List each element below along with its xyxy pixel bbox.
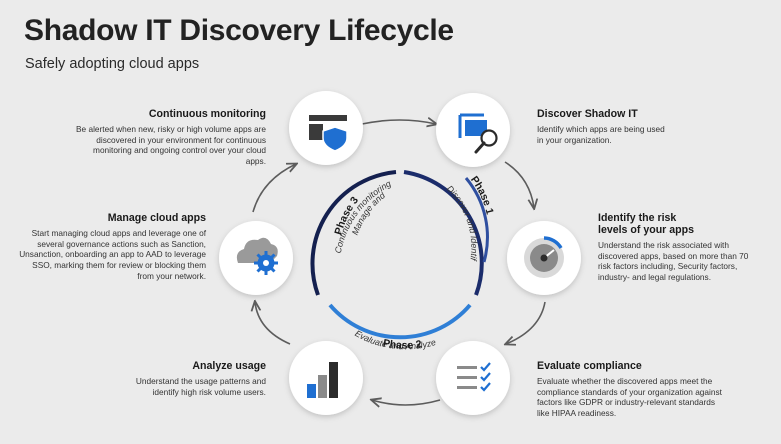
arrow-evaluate-to-analyze — [372, 400, 441, 405]
gauge-icon — [524, 236, 564, 278]
step-evaluate-compliance: Evaluate compliance Evaluate whether the… — [537, 360, 727, 419]
step-title: Continuous monitoring — [148, 108, 266, 120]
phase1-arc-inner — [464, 177, 489, 263]
cycle-arrows — [252, 120, 546, 405]
arrow-discover-to-identify — [504, 161, 534, 208]
step-title: Discover Shadow IT — [537, 108, 638, 120]
window-shield-icon — [309, 115, 348, 152]
bar-chart-icon — [307, 362, 338, 398]
step-identify-risk: Identify the risk levels of your apps Un… — [598, 212, 760, 283]
step-description: Identify which apps are being used in yo… — [537, 124, 665, 145]
arrow-manage-to-monitor — [252, 164, 296, 213]
step-continuous-monitoring: Continuous monitoring Be alerted when ne… — [76, 108, 266, 167]
step-description: Be alerted when new, risky or high volum… — [76, 124, 267, 167]
phase-ring — [310, 170, 489, 340]
cloud-gear-icon — [236, 237, 278, 275]
phase3-arc — [310, 170, 397, 296]
checklist-icon — [457, 362, 491, 392]
step-title: Identify the risk levels of your apps — [598, 212, 694, 236]
step-description: Understand the usage patterns and identi… — [135, 376, 266, 397]
step-title: Evaluate compliance — [537, 360, 642, 372]
page-title: Shadow IT Discovery Lifecycle — [24, 14, 454, 47]
step-title: Analyze usage — [192, 360, 266, 372]
phase2-name: Phase 2 — [382, 337, 423, 351]
step-description: Start managing cloud apps and leverage o… — [19, 228, 206, 281]
phase2-arc — [328, 303, 472, 340]
step-title: Manage cloud apps — [107, 212, 206, 224]
phase1-arc — [403, 170, 484, 296]
arrow-analyze-to-manage — [255, 302, 291, 345]
search-window-icon — [458, 113, 498, 154]
page-subtitle: Safely adopting cloud apps — [25, 56, 200, 72]
step-description: Evaluate whether the discovered apps mee… — [537, 376, 722, 419]
step-manage-cloud-apps: Manage cloud apps Start managing cloud a… — [18, 212, 206, 282]
step-analyze-usage: Analyze usage Understand the usage patte… — [118, 360, 266, 397]
arrow-identify-to-evaluate — [506, 301, 546, 344]
step-description: Understand the risk associated with disc… — [598, 240, 749, 283]
step-discover-shadow-it: Discover Shadow IT Identify which apps a… — [537, 108, 667, 145]
arrow-monitor-to-discover — [361, 120, 436, 124]
